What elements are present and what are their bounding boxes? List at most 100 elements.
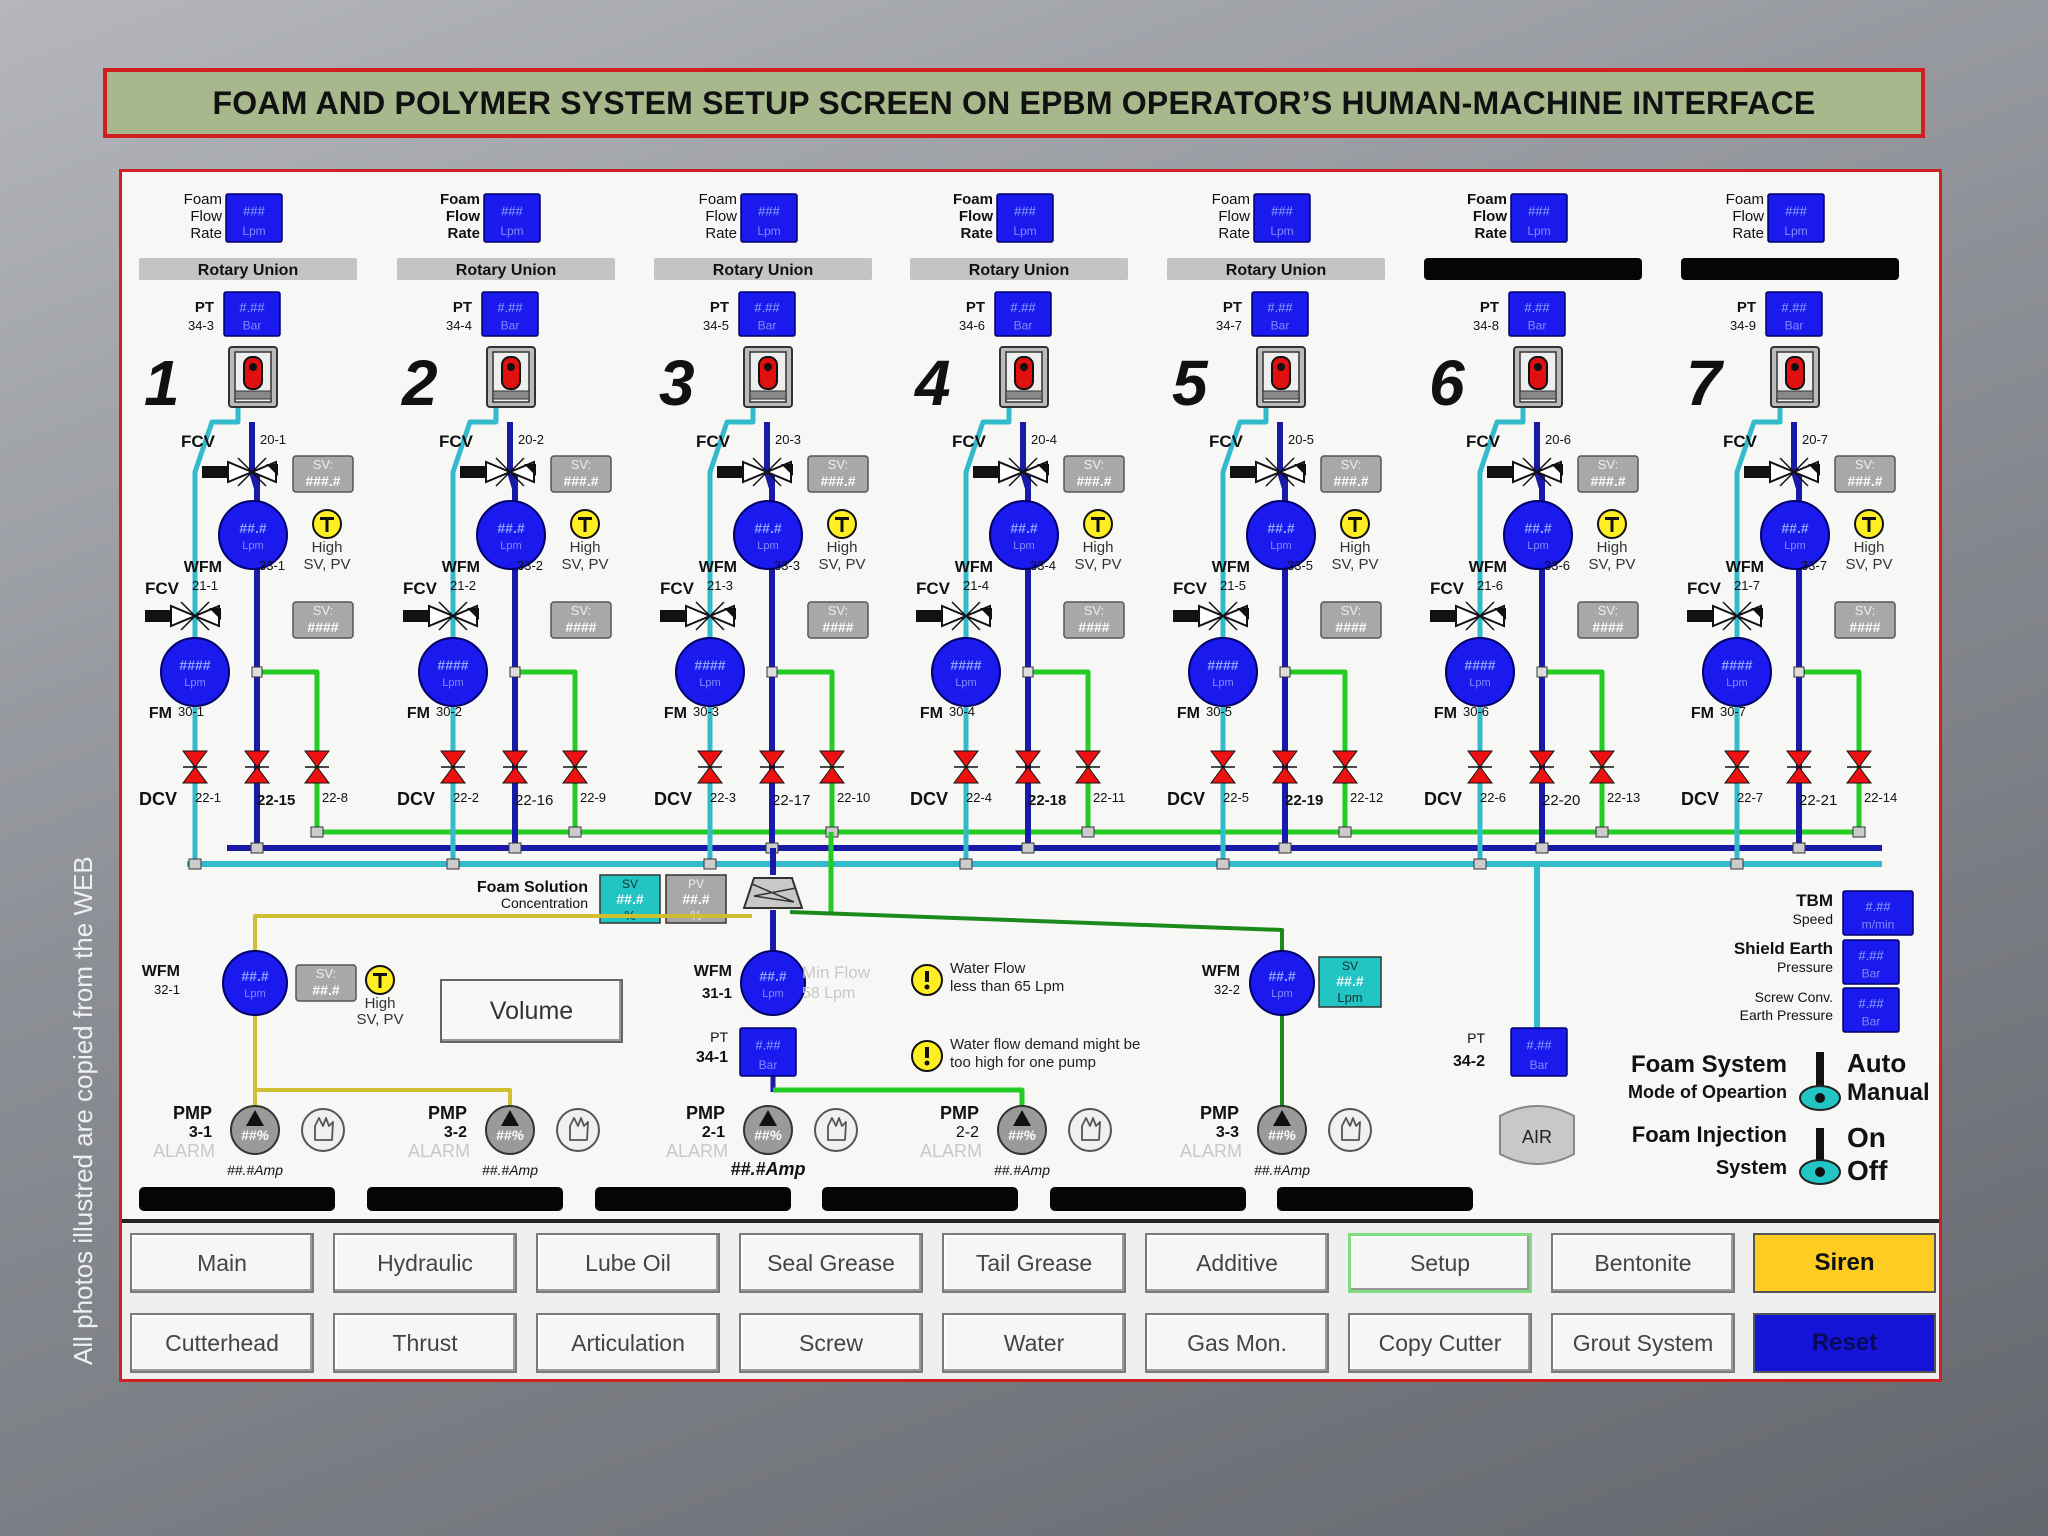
junction-icon	[1279, 666, 1291, 678]
nav-button-main[interactable]: Main	[130, 1233, 314, 1293]
pump-icon	[246, 1110, 264, 1126]
pt-display	[223, 291, 281, 337]
meter-unit: Lpm	[1784, 540, 1805, 552]
wfm-label: WFM	[1212, 559, 1250, 576]
nav-button-setup[interactable]: Setup	[1348, 1233, 1532, 1293]
dcv-label: DCV	[1681, 789, 1719, 809]
warning-icon	[925, 1047, 929, 1058]
page-title: FOAM AND POLYMER SYSTEM SETUP SCREEN ON …	[103, 68, 1925, 138]
setpoint-box	[292, 455, 354, 493]
volume-button[interactable]: Volume	[440, 979, 623, 1043]
siren-button[interactable]: Siren	[1753, 1233, 1936, 1293]
display-unit: Bar	[1530, 1058, 1549, 1072]
fm-id: 30-3	[693, 704, 719, 719]
display-unit: Bar	[1271, 318, 1290, 332]
nav-button-thrust[interactable]: Thrust	[333, 1313, 517, 1373]
fcv-valve-icon	[1808, 464, 1820, 476]
junction-icon	[250, 842, 264, 854]
fcv-valve-icon	[941, 604, 969, 628]
dcv-valve-icon	[953, 750, 979, 768]
nav-button-tail-grease[interactable]: Tail Grease	[942, 1233, 1126, 1293]
wfm-label: WFM	[694, 963, 732, 980]
pump-percent: ##%	[1268, 1127, 1297, 1143]
fm-meter-icon	[1702, 637, 1772, 707]
fcv-valve-icon	[1237, 608, 1249, 620]
amp-value: ##.#Amp	[1254, 1162, 1310, 1178]
dcv-valve-icon	[759, 750, 785, 768]
rotary-union-label: Rotary Union	[969, 262, 1069, 279]
nav-button-gas-mon[interactable]: Gas Mon.	[1145, 1313, 1329, 1373]
fcv-id: 21-3	[707, 578, 733, 593]
fcv-valve-icon	[180, 601, 210, 631]
reset-button[interactable]: Reset	[1753, 1313, 1936, 1373]
meter-unit: Lpm	[762, 988, 783, 1000]
pt-label: PT	[453, 299, 472, 316]
foam-solution-sub: Concentration	[501, 895, 588, 911]
display-value: ###	[501, 204, 523, 219]
fcv-id: 20-6	[1545, 432, 1571, 447]
foam-flow-rate-display	[1510, 193, 1568, 243]
dcv-valve-icon	[1589, 766, 1615, 784]
dcv-id: 22-5	[1223, 790, 1249, 805]
meter-value: ##.#	[759, 968, 786, 984]
fcv-actuator-icon	[916, 610, 942, 622]
wfm-label: WFM	[184, 559, 222, 576]
injection-switch-icon	[1816, 1128, 1824, 1166]
wfm-32-1-meter	[222, 950, 288, 1016]
meter-unit: Lpm	[1527, 540, 1548, 552]
junction-icon	[1473, 858, 1487, 870]
meter-value: ##.#	[1781, 520, 1808, 536]
nav-button-cutterhead[interactable]: Cutterhead	[130, 1313, 314, 1373]
alarm-icon	[840, 520, 844, 532]
dcv-valve-icon	[1846, 750, 1872, 768]
dcv-valve-icon	[502, 750, 528, 768]
nav-button-bentonite[interactable]: Bentonite	[1551, 1233, 1735, 1293]
high-label: High	[365, 995, 396, 1012]
shield-earth-label: Shield Earth	[1734, 939, 1833, 958]
fcv-valve-icon	[742, 460, 770, 484]
fm-label: FM	[407, 705, 430, 722]
nav-button-screw[interactable]: Screw	[739, 1313, 923, 1373]
fcv-valve-icon	[1208, 601, 1238, 631]
line-number: 4	[913, 347, 951, 419]
foam-injection-label: Foam Injection	[1632, 1122, 1787, 1147]
screw-conv-sub: Earth Pressure	[1740, 1007, 1834, 1023]
foam-line-navy	[764, 422, 775, 848]
display-value: #.##	[755, 1038, 781, 1053]
meter-value: ####	[1721, 657, 1752, 673]
nav-button-additive[interactable]: Additive	[1145, 1233, 1329, 1293]
setpoint-label: SV:	[1855, 457, 1875, 472]
dcv-label: DCV	[910, 789, 948, 809]
foam-flow-rate-display	[740, 193, 798, 243]
status-bar	[822, 1187, 1018, 1211]
nav-button-grout-system[interactable]: Grout System	[1551, 1313, 1735, 1373]
nav-button-articulation[interactable]: Articulation	[536, 1313, 720, 1373]
fcv-label: FCV	[439, 432, 474, 451]
foam-line-navy	[1020, 422, 1031, 848]
foam-flow-rate-label: Foam	[1467, 191, 1507, 208]
water-line-yellow	[253, 914, 752, 1117]
dcv-id: 22-19	[1285, 792, 1323, 809]
fcv-valve-icon	[227, 460, 255, 484]
rotary-union-icon	[243, 356, 263, 390]
nav-button-lube-oil[interactable]: Lube Oil	[536, 1233, 720, 1293]
dcv-label: DCV	[139, 789, 177, 809]
rotary-union-icon	[234, 390, 272, 400]
dcv-valve-icon	[1075, 750, 1101, 768]
dcv-valve-icon	[1529, 766, 1555, 784]
dcv-id: 22-15	[257, 792, 295, 809]
pt-id: 34-4	[446, 318, 472, 333]
nav-button-seal-grease[interactable]: Seal Grease	[739, 1233, 923, 1293]
rotary-union-icon	[764, 363, 772, 371]
setpoint-label: SV:	[313, 603, 333, 618]
meter-value: ##.#	[1267, 520, 1294, 536]
foam-flow-rate-label: Rate	[1474, 225, 1507, 242]
setpoint-box	[1320, 601, 1382, 639]
dcv-valve-icon	[1015, 750, 1041, 768]
nav-button-hydraulic[interactable]: Hydraulic	[333, 1233, 517, 1293]
setpoint-box	[1063, 455, 1125, 493]
nav-button-copy-cutter[interactable]: Copy Cutter	[1348, 1313, 1532, 1373]
nav-button-water[interactable]: Water	[942, 1313, 1126, 1373]
wfm-id: 33-4	[1030, 558, 1056, 573]
